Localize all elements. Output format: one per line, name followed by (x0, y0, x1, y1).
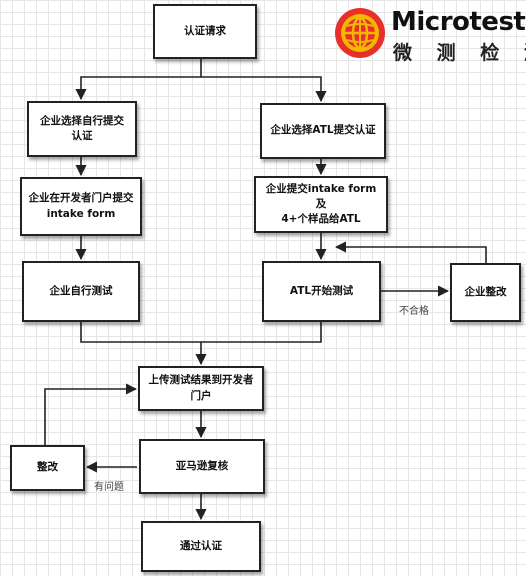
edge-request-split (75, 59, 202, 101)
edge-label-issue: 有问题 (94, 482, 124, 493)
node-pass-label: 通过认证 (180, 539, 222, 552)
node-dev-portal-label: 企业在开发者门户提交 intake form (28, 192, 134, 220)
node-request[interactable]: 认证请求 (153, 4, 257, 59)
node-dev-portal[interactable]: 企业在开发者门户提交 intake form (20, 177, 142, 236)
node-amazon-label: 亚马逊复核 (175, 459, 229, 472)
node-samples[interactable]: 企业提交intake form及 4+个样品给ATL (254, 176, 388, 233)
microtest-globe-icon (335, 8, 385, 58)
logo-text-cn: 微 测 检 测 (393, 42, 526, 64)
node-pass[interactable]: 通过认证 (141, 521, 261, 572)
edge-fix-to-upload (44, 383, 138, 445)
node-self-test-label: 企业自行测试 (49, 284, 113, 297)
node-atl-test-label: ATL开始测试 (289, 284, 354, 297)
node-self-submit-label: 企业选择自行提交 认证 (40, 114, 124, 142)
node-self-submit[interactable]: 企业选择自行提交 认证 (27, 101, 137, 157)
node-upload[interactable]: 上传测试结果到开发者 门户 (138, 366, 264, 411)
node-fix-atl-label: 企业整改 (464, 285, 507, 298)
node-fix[interactable]: 整改 (10, 445, 85, 491)
node-samples-label: 企业提交intake form及 4+个样品给ATL (265, 182, 377, 226)
node-atl-test[interactable]: ATL开始测试 (262, 261, 381, 322)
node-atl-submit[interactable]: 企业选择ATL提交认证 (260, 103, 386, 159)
logo-text-en: Microtest (391, 7, 526, 37)
node-self-test[interactable]: 企业自行测试 (22, 261, 140, 322)
node-fix-label: 整改 (37, 461, 58, 474)
node-upload-label: 上传测试结果到开发者 门户 (148, 374, 254, 402)
edge-fix-back (334, 241, 487, 263)
node-request-label: 认证请求 (184, 24, 226, 37)
edge-merge (80, 322, 322, 343)
node-amazon[interactable]: 亚马逊复核 (139, 439, 265, 494)
edge-label-fail: 不合格 (399, 306, 429, 317)
node-fix-atl[interactable]: 企业整改 (450, 263, 521, 322)
edge-request-right (201, 76, 327, 103)
microtest-logo: Microtest 微 测 检 测 (333, 5, 526, 64)
node-atl-submit-label: 企业选择ATL提交认证 (270, 124, 376, 137)
